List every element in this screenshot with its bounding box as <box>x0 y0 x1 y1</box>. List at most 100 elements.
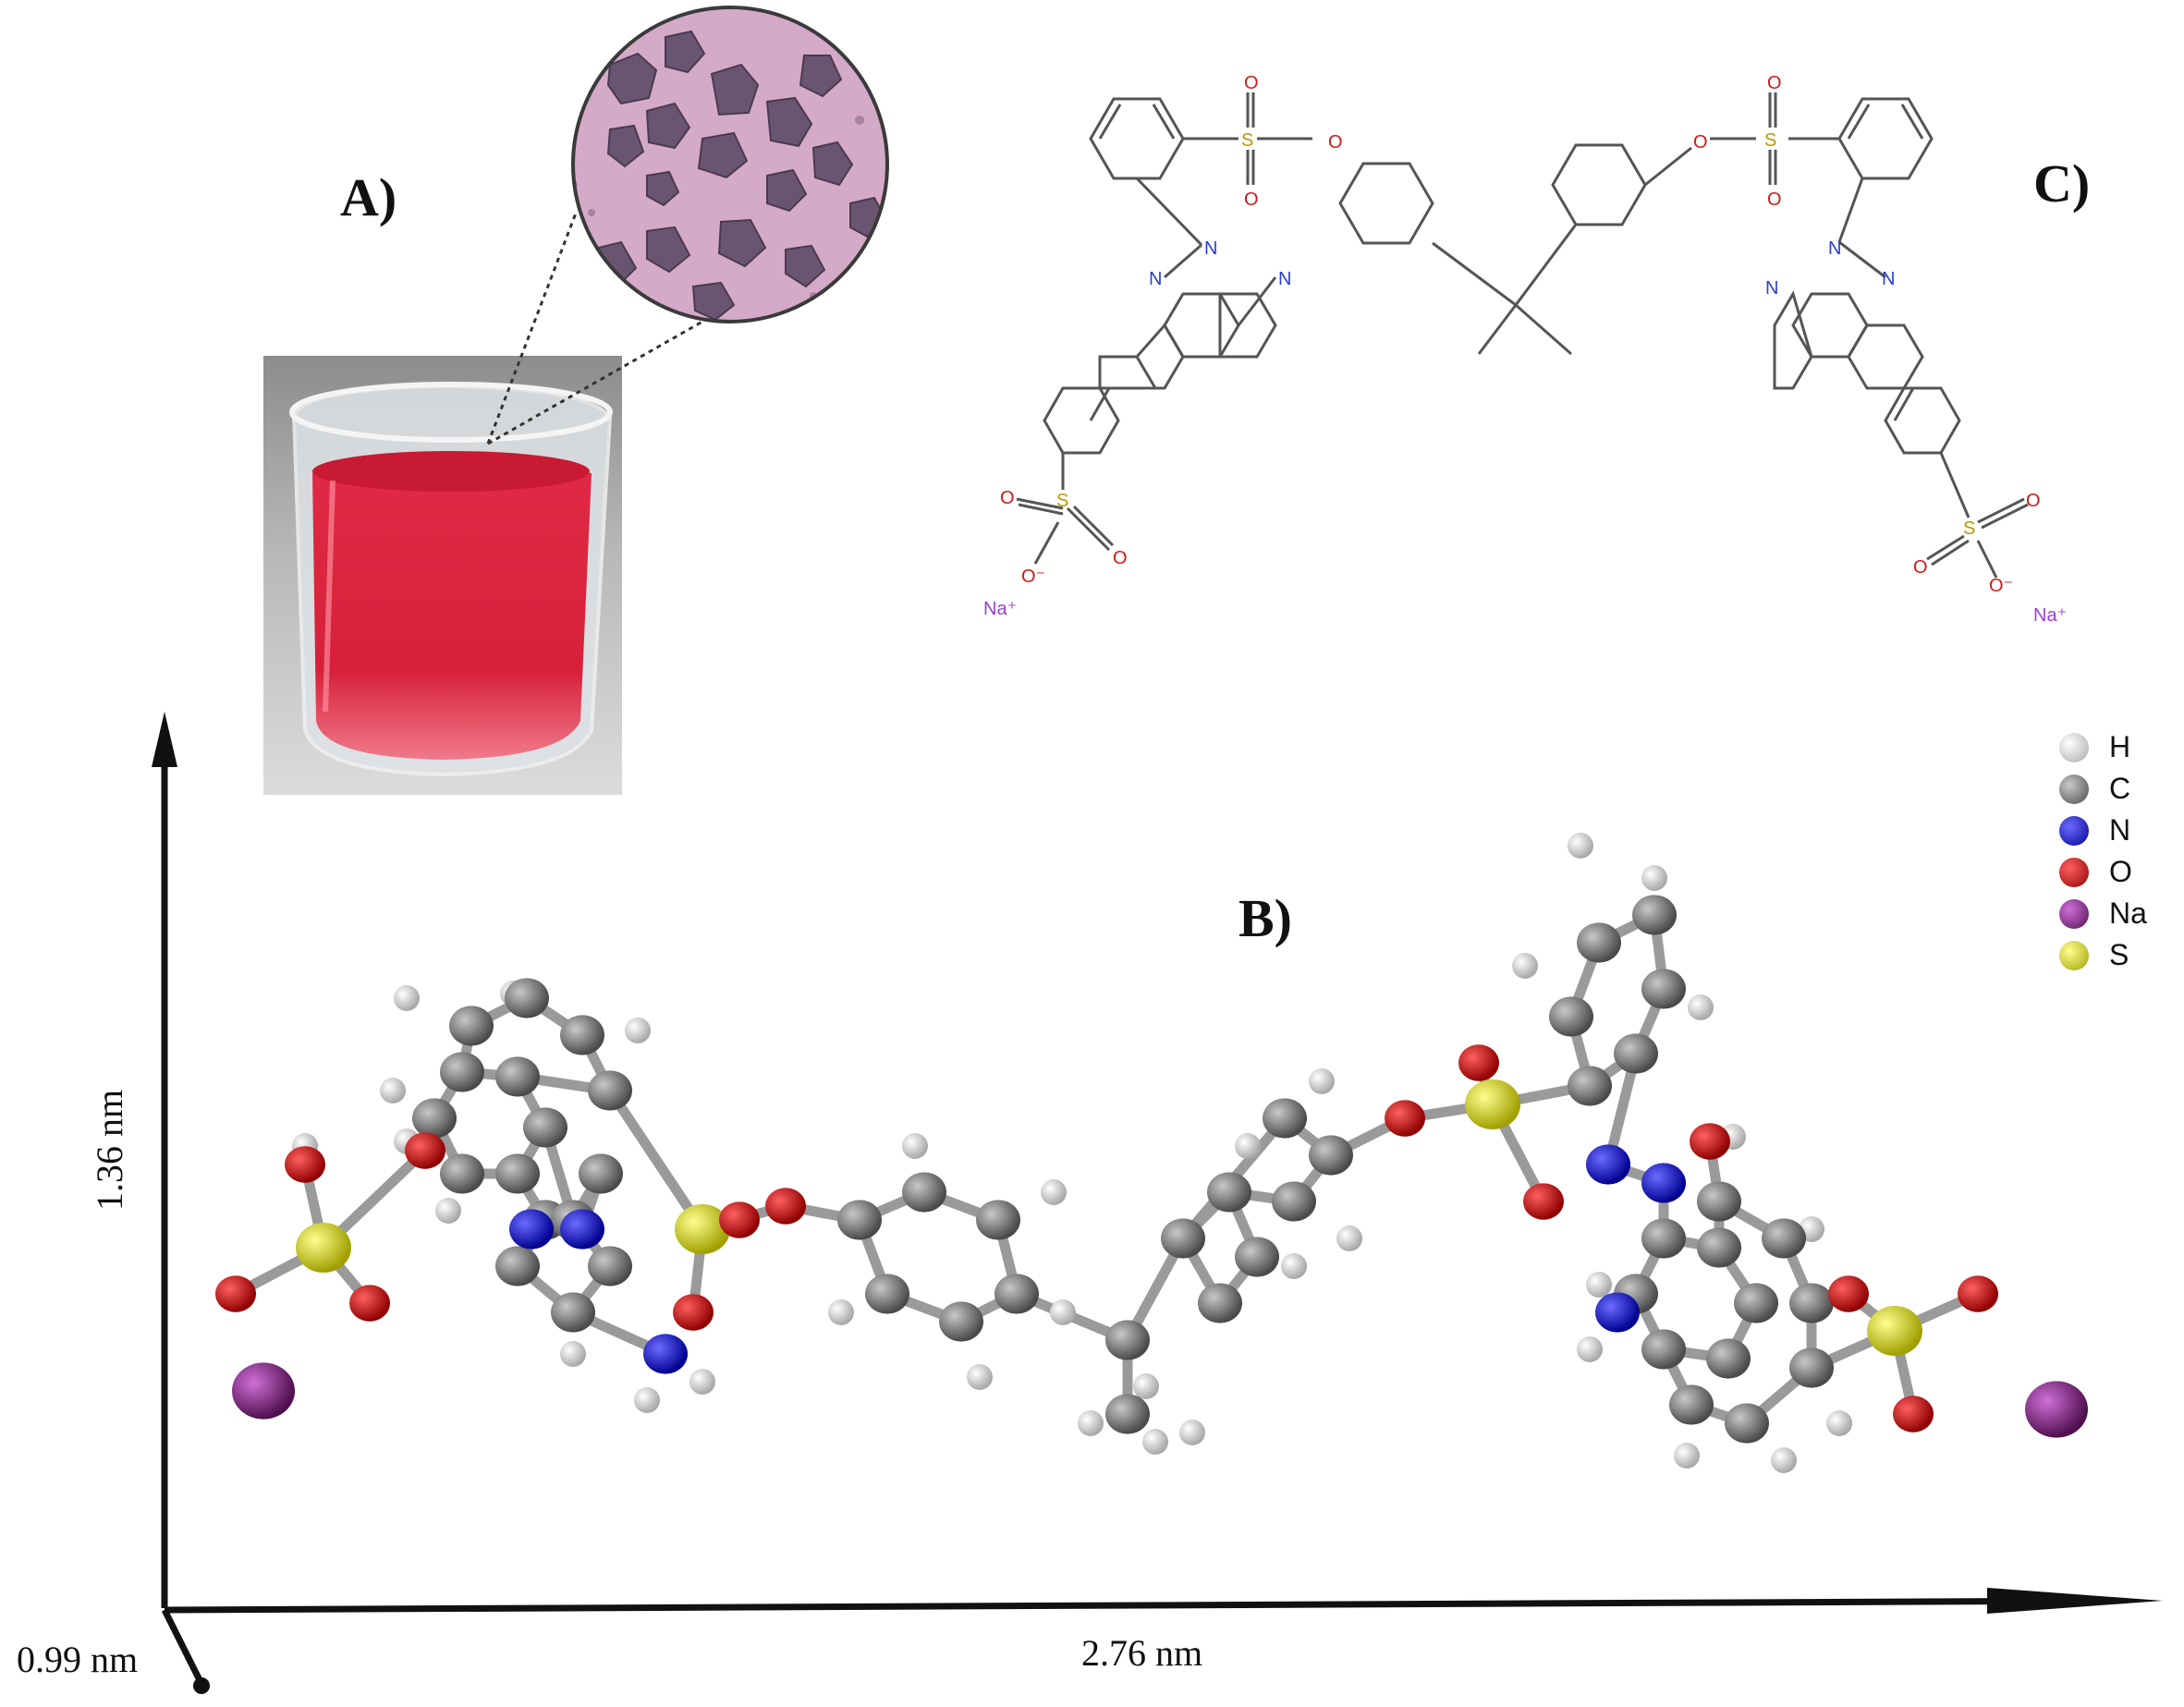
oxygen-atom <box>349 1285 390 1322</box>
nitrogen-atom <box>1595 1292 1640 1333</box>
atom-s: S <box>1963 518 1975 539</box>
element-legend: H C N O Na S <box>2059 726 2147 976</box>
hydrogen-atom <box>689 1369 715 1395</box>
panel-label-a: A) <box>340 167 397 227</box>
atom-na: Na⁺ <box>2033 605 2067 626</box>
carbon-atom <box>1207 1172 1251 1213</box>
carbon-atom <box>1734 1283 1778 1323</box>
panel-label-c: C) <box>2033 153 2091 213</box>
oxygen-atom <box>285 1146 325 1183</box>
sulfur-atom <box>296 1223 351 1273</box>
bond <box>605 1087 707 1233</box>
oxygen-atom <box>215 1275 256 1312</box>
carbon-atom <box>1632 895 1677 935</box>
carbon-atom <box>579 1153 623 1194</box>
carbon-atom <box>939 1301 983 1342</box>
carbon-atom <box>1235 1237 1279 1277</box>
oxygen-atom <box>1958 1275 1998 1312</box>
legend-label: C <box>2109 772 2131 805</box>
carbon-atom <box>1272 1181 1316 1222</box>
oxygen-atom <box>1690 1123 1730 1160</box>
hydrogen-atom <box>560 1341 586 1367</box>
carbon-atom <box>440 1153 484 1194</box>
atom-o: O <box>1328 132 1343 152</box>
oxygen-atom <box>765 1188 806 1225</box>
atom-o: O <box>1693 132 1708 152</box>
hydrogen-atom <box>1336 1225 1362 1251</box>
carbon-atom <box>495 1056 540 1097</box>
hydrogen-atom <box>1041 1179 1067 1205</box>
hydrogen-atom <box>902 1133 928 1159</box>
oxygen-atom <box>719 1201 760 1238</box>
carbon-atom <box>523 1107 567 1148</box>
carbon-atom <box>551 1292 595 1333</box>
carbon-atom <box>1568 1066 1612 1106</box>
hydrogen-atom <box>1688 994 1714 1020</box>
legend-item-c: C <box>2059 768 2147 810</box>
atom-o: O <box>1244 73 1259 93</box>
legend-item-h: H <box>2059 726 2147 768</box>
nitrogen-atom <box>560 1209 604 1250</box>
hydrogen-atom <box>625 1018 651 1043</box>
oxygen-atom <box>1523 1183 1564 1220</box>
hydrogen-atom <box>1512 953 1538 979</box>
legend-label: S <box>2109 938 2129 971</box>
hydrogen-atom <box>380 1078 406 1103</box>
atom-s: S <box>1764 130 1776 151</box>
hydrogen-atom <box>394 985 420 1011</box>
carbon-atom <box>837 1200 882 1240</box>
hydrogen-atom <box>1586 1272 1612 1298</box>
nitrogen-atom <box>1641 1163 1686 1203</box>
hydrogen-atom <box>1179 1420 1205 1445</box>
hydrogen-atom <box>1281 1253 1307 1279</box>
carbon-atom <box>1641 969 1686 1009</box>
atom-n: N <box>1149 269 1162 289</box>
x-dimension-label: 2.76 nm <box>1081 1632 1203 1674</box>
atom-s: S <box>1241 130 1253 151</box>
oxygen-atom <box>1893 1396 1934 1433</box>
oxygen-atom <box>405 1132 445 1169</box>
carbon-atom <box>495 1153 540 1194</box>
nitrogen-atom <box>1586 1144 1630 1185</box>
carbon-atom <box>1789 1347 1834 1388</box>
sodium-atom <box>232 1362 295 1420</box>
carbon-atom <box>505 978 549 1018</box>
oxygen-atom <box>673 1294 714 1331</box>
carbon-atom <box>1762 1218 1806 1259</box>
carbon-atom <box>412 1098 457 1139</box>
sulfur-atom <box>1465 1079 1520 1129</box>
sulfur-atom <box>1867 1306 1922 1356</box>
atom-n: N <box>1882 269 1895 289</box>
oxygen-atom <box>1828 1275 1869 1312</box>
hydrogen-ball-icon <box>2059 732 2089 762</box>
nitrogen-ball-icon <box>2059 815 2089 846</box>
atom-s: S <box>1056 491 1068 511</box>
nitrogen-atom <box>643 1334 688 1374</box>
atom-o-minus: O⁻ <box>1021 567 1045 587</box>
panel-label-b: B) <box>1238 888 1292 948</box>
hydrogen-atom <box>1771 1447 1797 1473</box>
carbon-atom <box>1105 1320 1150 1360</box>
legend-label: H <box>2109 730 2131 763</box>
carbon-atom <box>1641 1218 1686 1259</box>
carbon-atom <box>449 1006 494 1046</box>
legend-item-na: Na <box>2059 893 2147 934</box>
legend-label: Na <box>2109 896 2147 930</box>
legend-item-n: N <box>2059 810 2147 851</box>
atom-n: N <box>1278 269 1291 289</box>
legend-item-o: O <box>2059 851 2147 893</box>
carbon-atom <box>495 1246 540 1286</box>
atom-o: O <box>1767 73 1782 93</box>
oxygen-atom <box>1385 1100 1425 1137</box>
carbon-ball-icon <box>2059 774 2089 804</box>
zoom-line-left <box>486 210 579 445</box>
hydrogen-atom <box>1133 1373 1159 1399</box>
carbon-atom <box>976 1200 1020 1240</box>
legend-label: N <box>2109 813 2131 847</box>
z-dimension-label: 0.99 nm <box>17 1639 139 1680</box>
carbon-atom <box>902 1172 946 1213</box>
beaker-photo <box>263 356 622 795</box>
atom-o: O <box>1913 557 1928 578</box>
oxygen-atom <box>1458 1044 1499 1081</box>
